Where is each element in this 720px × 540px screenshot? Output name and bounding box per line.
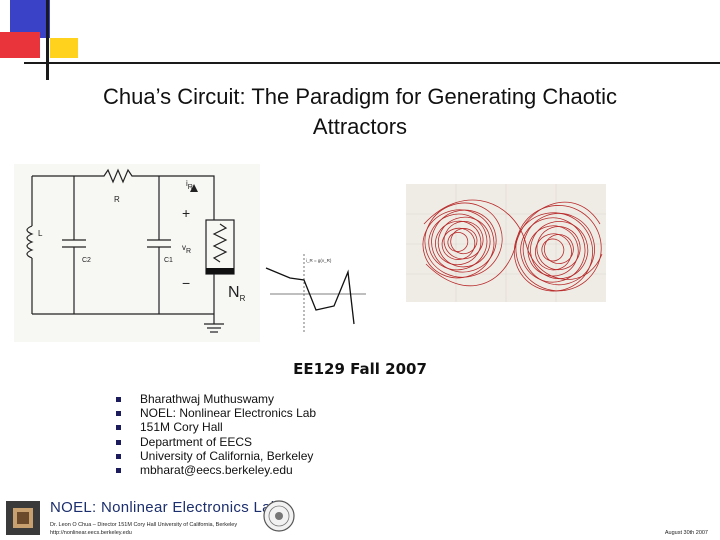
bullet-icon xyxy=(116,453,121,459)
attractor-loop xyxy=(541,238,565,262)
inductor-label: L xyxy=(38,229,43,238)
lab-name: NOEL: Nonlinear Electronics Lab xyxy=(50,499,280,516)
bullet-icon xyxy=(116,397,121,402)
attractor-loop xyxy=(437,216,491,268)
contact-item[interactable]: mbharat@eecs.berkeley.edu xyxy=(116,463,316,477)
attractor-loop xyxy=(428,213,488,271)
nonlinear-characteristic-plot: i_R = g(v_R) xyxy=(265,254,366,334)
attractor-loop xyxy=(450,228,478,255)
footer: NOEL: Nonlinear Electronics Lab Dr. Leon… xyxy=(0,495,720,540)
contact-item: Department of EECS xyxy=(116,435,316,449)
attractor-loop xyxy=(513,212,594,292)
curve-label: i_R = g(v_R) xyxy=(306,258,332,263)
corner-decoration xyxy=(0,0,720,80)
plus-sign: + xyxy=(182,205,190,221)
chua-circuit-diagram: R iR + vR − L C2 C1 xyxy=(14,164,260,342)
footer-date: August 30th 2007 xyxy=(664,530,708,536)
nr-label: NR xyxy=(228,284,246,304)
attractor-loop xyxy=(535,233,572,271)
attractor-loop xyxy=(543,234,574,264)
c1-label: C1 xyxy=(164,257,173,264)
university-seal xyxy=(263,500,295,532)
attractor-loop xyxy=(520,217,586,283)
attractor-loop xyxy=(435,220,482,266)
bullet-icon xyxy=(116,439,121,445)
voltage-label: vR xyxy=(182,243,191,255)
attractor-loop xyxy=(515,205,602,292)
footer-address: Dr. Leon O Chua – Director 151M Cory Hal… xyxy=(50,522,238,528)
footer-url[interactable]: http://nonlinear.eecs.berkeley.edu xyxy=(50,530,132,536)
attractor-loop xyxy=(447,232,469,252)
current-label: iR xyxy=(186,179,193,191)
attractor-loop xyxy=(431,209,497,273)
course-title: EE129 Fall 2007 xyxy=(293,360,427,378)
attractor-loop xyxy=(527,225,579,277)
attractor-loop xyxy=(424,202,503,278)
attractor-loop xyxy=(536,226,581,271)
minus-sign: − xyxy=(182,275,190,291)
contact-item: NOEL: Nonlinear Electronics Lab xyxy=(116,406,316,420)
bullet-icon xyxy=(116,468,121,474)
chip-logo xyxy=(6,501,40,535)
contact-item: 151M Cory Hall xyxy=(116,420,316,434)
bullet-icon xyxy=(116,425,121,431)
double-scroll-attractor xyxy=(406,184,606,302)
slide-title: Chua’s Circuit: The Paradigm for Generat… xyxy=(103,84,617,139)
resistor-label: R xyxy=(114,195,120,204)
contact-item: University of California, Berkeley xyxy=(116,449,316,463)
bullet-icon xyxy=(116,411,121,417)
contact-item: Bharathwaj Muthuswamy xyxy=(116,392,316,406)
attractor-loop xyxy=(522,213,595,286)
attractor-loop xyxy=(422,209,495,279)
attractor-bridge xyxy=(423,199,603,287)
c2-label: C2 xyxy=(82,257,91,264)
attractor-loop xyxy=(443,221,484,260)
